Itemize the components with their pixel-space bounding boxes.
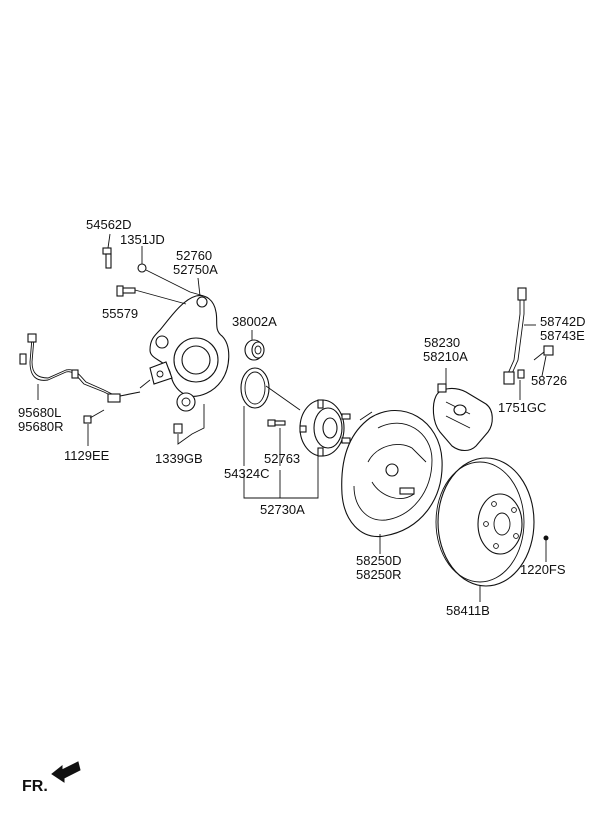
leader-lines <box>37 233 547 602</box>
bolt-58726[interactable] <box>533 345 554 361</box>
nut-1351JD[interactable] <box>137 263 147 273</box>
label-52760: 52760 <box>176 248 212 263</box>
brake-disc-58411B[interactable] <box>435 457 535 587</box>
label-52730A: 52730A <box>260 502 305 517</box>
label-54324C: 54324C <box>224 466 270 481</box>
label-58250D: 58250D <box>356 553 402 568</box>
union-1751GC[interactable] <box>517 369 525 379</box>
label-52750A: 52750A <box>173 262 218 277</box>
label-54562D: 54562D <box>86 217 132 232</box>
label-1220FS: 1220FS <box>520 562 566 577</box>
hub-bolt-52763[interactable] <box>267 419 286 427</box>
bushing-38002A[interactable] <box>244 339 265 361</box>
label-1339GB: 1339GB <box>155 451 203 466</box>
brake-hose-58742D[interactable] <box>503 287 527 385</box>
nut-1339GB[interactable] <box>173 423 183 434</box>
label-52763: 52763 <box>264 451 300 466</box>
bolt-1129EE[interactable] <box>83 409 105 424</box>
label-38002A: 38002A <box>232 314 277 329</box>
snap-ring-54324C[interactable] <box>240 367 270 409</box>
label-95680L: 95680L <box>18 405 61 420</box>
label-58743E: 58743E <box>540 328 585 343</box>
label-58250R: 58250R <box>356 567 402 582</box>
arrow-left-icon <box>51 761 81 783</box>
label-55579: 55579 <box>102 306 138 321</box>
hub-assembly-52730A[interactable] <box>299 399 351 457</box>
bolt-54562D[interactable] <box>102 247 112 269</box>
label-95680R: 95680R <box>18 419 64 434</box>
label-1129EE: 1129EE <box>64 448 110 463</box>
label-1751GC: 1751GC <box>498 400 546 415</box>
knuckle-52750A[interactable] <box>149 295 230 412</box>
label-58411B: 58411B <box>446 603 490 618</box>
bolt-55579[interactable] <box>116 285 136 297</box>
label-58742D: 58742D <box>540 314 586 329</box>
label-58230: 58230 <box>424 335 460 350</box>
screw-1220FS[interactable] <box>543 535 549 541</box>
speed-sensor-95680L[interactable] <box>19 333 151 403</box>
label-58726: 58726 <box>531 373 567 388</box>
backing-plate-58250D[interactable] <box>341 409 443 538</box>
label-1351JD: 1351JD <box>120 232 165 247</box>
label-58210A: 58210A <box>423 349 468 364</box>
front-direction-indicator: FR. <box>22 761 81 795</box>
front-direction-label: FR. <box>22 778 48 795</box>
caliper-58210A[interactable] <box>432 383 493 452</box>
